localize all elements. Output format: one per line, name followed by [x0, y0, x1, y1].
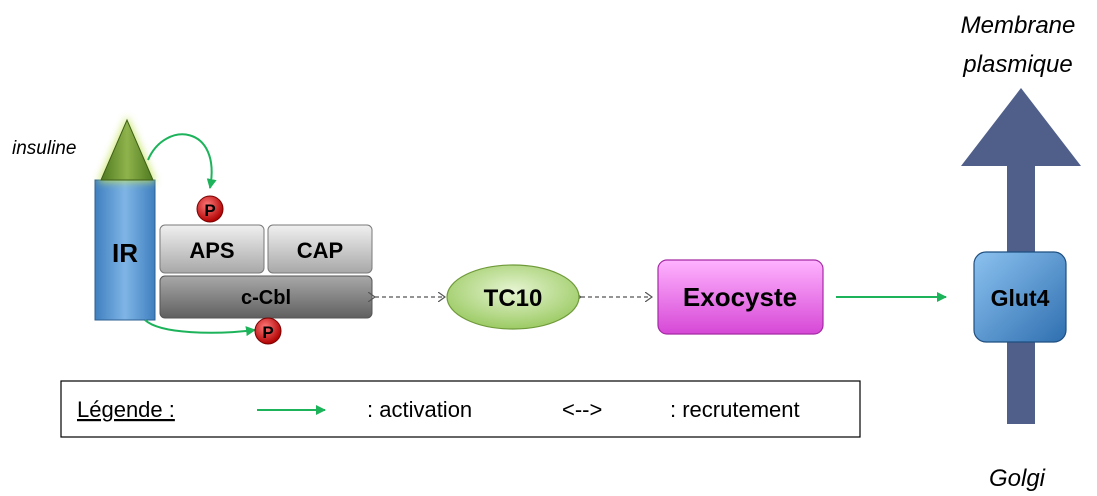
phospho-site-aps: P [196, 195, 224, 223]
phospho-label: P [262, 323, 273, 342]
legend-recruitment-label: : recrutement [670, 397, 800, 422]
aps-label: APS [189, 238, 234, 263]
exocyste-label: Exocyste [683, 282, 797, 312]
membrane-label: Membrane [961, 12, 1076, 39]
glut4-box: Glut4 [973, 251, 1067, 343]
phosphorylation-arrow-bottom [144, 319, 256, 337]
glut4-label: Glut4 [991, 285, 1050, 311]
cap-label: CAP [297, 238, 343, 263]
legend-activation-label: : activation [367, 397, 472, 422]
phospho-site-ccbl: P [254, 317, 282, 345]
insulin-molecule [98, 116, 156, 182]
aps-box: APS [159, 224, 265, 274]
membrane-label-line2: plasmique [962, 51, 1072, 78]
tc10-node: TC10 [446, 264, 580, 330]
legend-title: Légende : [77, 397, 175, 422]
ir-label: IR [112, 238, 138, 268]
legend: Légende : : activation <--> : recrutemen… [60, 380, 861, 438]
golgi-label: Golgi [989, 465, 1046, 492]
phosphorylation-arrow-top [147, 133, 217, 189]
phospho-label: P [204, 201, 215, 220]
cap-box: CAP [267, 224, 373, 274]
ccbl-box: c-Cbl [159, 275, 373, 319]
tc10-label: TC10 [484, 285, 543, 312]
ccbl-label: c-Cbl [241, 287, 291, 309]
legend-recruitment-symbol: <--> [562, 397, 602, 422]
exocyste-box: Exocyste [657, 259, 824, 335]
insulin-receptor: IR [94, 179, 156, 321]
insuline-label: insuline [12, 138, 76, 159]
